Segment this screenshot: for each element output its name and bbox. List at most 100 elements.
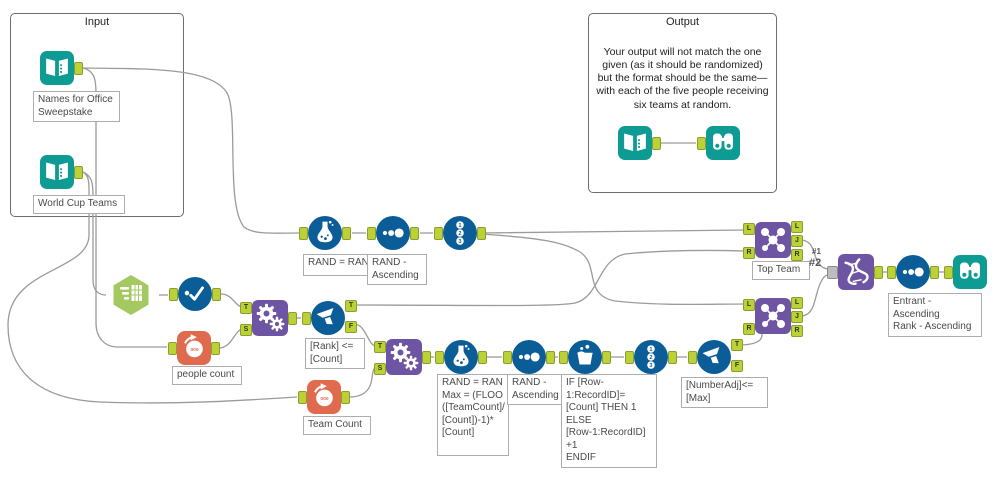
output-anchor[interactable] (874, 266, 883, 279)
counter-icon (307, 380, 341, 414)
sort-tool-2[interactable] (503, 340, 555, 374)
input-anchor[interactable] (298, 391, 307, 404)
filter-tool-max[interactable]: T F (688, 339, 743, 374)
connection-wire[interactable] (799, 239, 828, 270)
tool-annotation: RAND = RAN Max = (FLOO ([TeamCount]/ [Co… (437, 374, 509, 456)
connection-wire[interactable] (479, 229, 747, 234)
true-output-anchor[interactable]: T (345, 300, 357, 312)
input-anchor[interactable] (887, 266, 896, 279)
book-icon (40, 51, 74, 85)
output-anchor[interactable] (652, 137, 661, 150)
multi-row-formula-tool[interactable] (559, 340, 611, 374)
output-anchor[interactable] (342, 227, 351, 240)
input-anchor[interactable] (434, 227, 443, 240)
record-id-tool[interactable] (434, 216, 486, 250)
counter-icon (177, 331, 211, 365)
target-input-anchor[interactable]: T (374, 341, 386, 353)
source-input-anchor[interactable]: S (240, 324, 252, 336)
connection-wire[interactable] (82, 67, 300, 234)
right-output-anchor[interactable]: R (791, 249, 803, 261)
output-anchor[interactable] (930, 266, 939, 279)
left-input-anchor[interactable]: L (743, 223, 755, 235)
input-anchor[interactable] (697, 137, 706, 150)
connection-wire[interactable] (349, 367, 377, 398)
filter-tool-rank[interactable]: T F (302, 300, 357, 335)
left-output-anchor[interactable]: L (791, 221, 803, 233)
sort-tool[interactable] (367, 216, 419, 250)
input-anchor[interactable] (625, 351, 634, 364)
connection-wire[interactable] (799, 274, 828, 317)
input-anchor[interactable] (169, 288, 178, 301)
count-records-tool-teams[interactable] (298, 380, 350, 414)
false-output-anchor[interactable]: F (345, 321, 357, 333)
input-anchor[interactable] (367, 227, 376, 240)
sort-dots-icon (512, 340, 546, 374)
output-anchor[interactable] (477, 227, 486, 240)
join-output-anchor[interactable]: J (791, 235, 803, 247)
input-data-tool-names[interactable] (40, 51, 83, 85)
input-anchor[interactable] (435, 351, 444, 364)
input-anchor[interactable] (302, 312, 311, 325)
connection-wire[interactable] (82, 67, 167, 348)
input-anchor[interactable] (559, 351, 568, 364)
source-input-anchor[interactable]: S (374, 363, 386, 375)
record-id-tool-2[interactable] (625, 340, 677, 374)
flask-icon (308, 216, 342, 250)
output-anchor[interactable] (211, 342, 220, 355)
left-input-anchor[interactable]: L (743, 299, 755, 311)
browse-tool-output[interactable] (697, 126, 740, 160)
formula-tool[interactable] (299, 216, 351, 250)
tool-annotation: RAND - Ascending (507, 374, 565, 405)
output-anchor[interactable] (546, 351, 555, 364)
connection-wire[interactable] (82, 171, 107, 296)
right-output-anchor[interactable]: R (791, 325, 803, 337)
output-anchor[interactable] (74, 166, 83, 179)
join-tool-bottom[interactable]: L R L J R (743, 297, 803, 337)
output-anchor[interactable] (341, 391, 350, 404)
output-anchor[interactable] (410, 227, 419, 240)
output-anchor[interactable] (288, 312, 297, 325)
count-records-tool-people[interactable] (168, 331, 220, 365)
formula-tool-2[interactable] (435, 340, 487, 374)
output-container[interactable]: Output Your output will not match the on… (588, 13, 777, 193)
input-anchor[interactable] (168, 342, 177, 355)
output-anchor[interactable] (602, 351, 611, 364)
input-data-tool-output[interactable] (618, 126, 661, 160)
right-input-anchor[interactable]: R (743, 323, 755, 335)
join-tool-top[interactable]: L R L J R (743, 221, 803, 261)
input-anchor[interactable] (503, 351, 512, 364)
union-tool[interactable] (827, 254, 883, 290)
sort-tool-final[interactable] (887, 255, 939, 289)
gears-icon (386, 339, 422, 375)
input-anchor[interactable] (299, 227, 308, 240)
browse-tool-final[interactable] (944, 255, 987, 289)
book-icon (40, 155, 74, 189)
output-note-text: Your output will not match the one given… (596, 46, 769, 111)
numbered-list-icon (634, 340, 668, 374)
true-output-anchor[interactable]: T (731, 339, 743, 351)
right-input-anchor[interactable]: R (743, 247, 755, 259)
input-anchor[interactable] (688, 351, 697, 364)
output-anchor[interactable] (668, 351, 677, 364)
connection-wire[interactable] (353, 249, 747, 307)
output-anchor[interactable] (74, 62, 83, 75)
connection-wire[interactable] (479, 233, 747, 306)
flask-icon (444, 340, 478, 374)
join-output-anchor[interactable]: J (791, 311, 803, 323)
false-output-anchor[interactable]: F (731, 360, 743, 372)
multi-input-anchor[interactable] (827, 266, 838, 279)
tool-annotation: RAND - Ascending (367, 254, 427, 285)
checkmark-icon (178, 277, 212, 311)
target-input-anchor[interactable]: T (240, 302, 252, 314)
left-output-anchor[interactable]: L (791, 297, 803, 309)
append-fields-tool-2[interactable]: T S (374, 339, 431, 375)
append-fields-tool-1[interactable]: T S (240, 300, 297, 336)
unique-tool[interactable] (169, 277, 221, 311)
input-data-tool-teams[interactable] (40, 155, 83, 189)
output-anchor[interactable] (422, 351, 431, 364)
input-anchor[interactable] (944, 266, 953, 279)
output-anchor[interactable] (212, 288, 221, 301)
output-anchor[interactable] (478, 351, 487, 364)
